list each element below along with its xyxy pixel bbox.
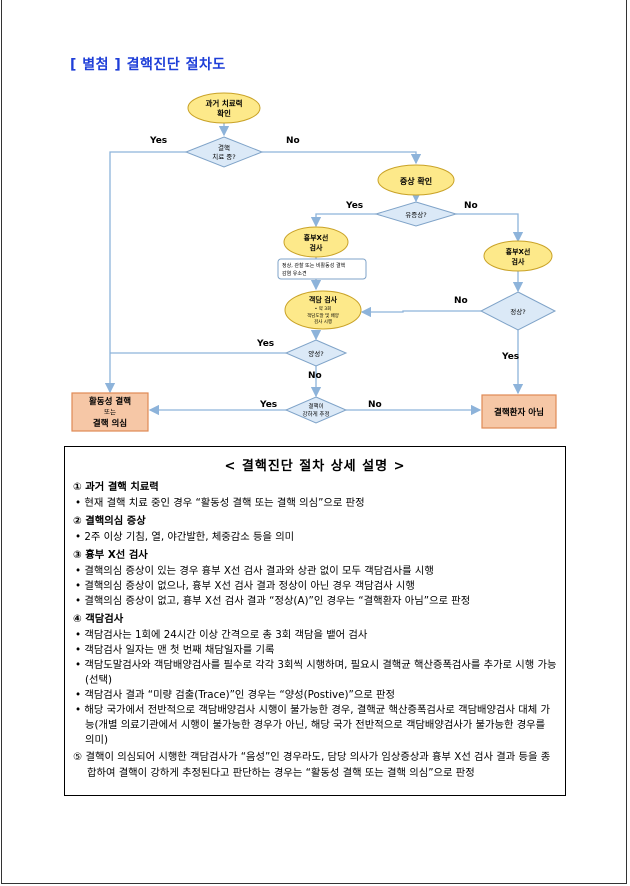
details-title: < 결핵진단 절차 상세 설명 > <box>224 459 406 474</box>
section-heading-3: ③ 흉부 X선 검사 <box>73 549 148 561</box>
active-tb-box: 활동성 결핵 또는 결핵 의심 <box>71 392 149 432</box>
section-3-item-3: • 결핵의심 증상이 없고, 흉부 X선 검사 결과 “정상(A)”인 경우는 … <box>75 595 471 607</box>
xray-left-line1: 흉부X선 <box>304 233 329 242</box>
xray-right-line1: 흉부X선 <box>506 247 531 256</box>
symptomatic-text: 유증상? <box>405 210 426 219</box>
label-no-5: No <box>368 400 382 410</box>
strongly-suspected-line1: 결핵이 <box>308 402 323 410</box>
flow-connectors <box>104 123 524 416</box>
section-3-item-2: • 결핵의심 증상이 없으나, 흉부 X선 검사 결과 정상이 아닌 경우 객담… <box>75 580 415 592</box>
sputum-test-oval: 객담 검사 • 약 3회 객담도말 및 배양 검사 시행 <box>284 290 362 330</box>
sputum-line1: 객담 검사 <box>309 295 338 304</box>
active-tb-line1: 활동성 결핵 <box>89 396 131 407</box>
label-yes-4: Yes <box>256 339 274 349</box>
symptom-check-text: 증상 확인 <box>400 176 432 186</box>
strongly-suspected-line2: 강하게 추정 <box>302 410 329 418</box>
sputum-line2: • 약 3회 <box>315 305 332 312</box>
label-yes-2: Yes <box>345 201 363 211</box>
normal-diamond: 정상? <box>479 291 557 331</box>
strongly-suspected-diamond: 결핵이 강하게 추정 <box>284 396 348 424</box>
normal-text: 정상? <box>510 307 525 316</box>
positive-text: 양성? <box>308 349 323 358</box>
xray-left-line2: 검사 <box>310 243 323 252</box>
symptomatic-diamond: 유증상? <box>374 201 458 227</box>
not-tb-box: 결핵환자 아님 <box>481 394 557 429</box>
section-4-item-5: • 해당 국가에서 전반적으로 객담배양검사 시행이 불가능한 경우, 결핵균 … <box>75 704 550 746</box>
section-heading-4: ④ 객담검사 <box>73 613 124 625</box>
section-4-item-4: • 객담검사 결과 “미량 검출(Trace)”인 경우는 “양성(Postiv… <box>75 689 396 701</box>
xray-note-box: 정상, 관찰 또는 비활동성 결핵 감염 유소견 <box>277 258 367 280</box>
label-no-4: No <box>308 371 322 381</box>
xray-right-oval: 흉부X선 검사 <box>483 240 553 272</box>
label-no-2: No <box>464 201 478 211</box>
section-4-item-2: • 객담검사 일자는 맨 첫 번째 채담일자를 기록 <box>75 644 275 656</box>
section-heading-2: ② 결핵의심 증상 <box>73 515 146 527</box>
positive-diamond: 양성? <box>284 339 348 367</box>
active-tb-line3: 결핵 의심 <box>93 418 127 429</box>
section-3-item-1: • 결핵의심 증상이 있는 경우 흉부 X선 검사 결과와 상관 없이 모두 객… <box>75 565 434 577</box>
xray-right-line2: 검사 <box>512 257 525 266</box>
past-treatment-oval: 과거 치료력 확인 <box>187 92 261 124</box>
section-4-item-1: • 객담검사는 1회에 24시간 이상 간격으로 총 3회 객담을 뱉어 검사 <box>75 629 368 641</box>
note-5: ⑤ 결핵이 의심되어 시행한 객담검사가 “음성”인 경우라도, 담당 의사가 … <box>73 751 551 779</box>
under-treatment-line2: 치료 중? <box>212 152 235 161</box>
xray-left-oval: 흉부X선 검사 <box>283 226 349 258</box>
flowchart: 과거 치료력 확인 결핵 치료 중? 증상 확인 유증상? 흉부X선 검사 정상… <box>71 92 557 432</box>
xray-note-line1: 정상, 관찰 또는 비활동성 결핵 <box>282 262 346 269</box>
label-yes-1: Yes <box>149 136 167 146</box>
section-1-item-1: • 현재 결핵 치료 중인 경우 “활동성 결핵 또는 결핵 의심”으로 판정 <box>75 497 365 509</box>
label-no-1: No <box>286 136 300 146</box>
past-treatment-line1: 과거 치료력 <box>205 98 242 108</box>
sputum-line3: 객담도말 및 배양 <box>307 312 339 319</box>
section-4-item-3: • 객담도말검사와 객담배양검사를 필수로 각각 3회씩 시행하며, 필요시 결… <box>75 659 557 686</box>
page-title: [ 별첨 ] 결핵진단 절차도 <box>70 57 226 73</box>
xray-note-line2: 감염 유소견 <box>282 270 307 277</box>
active-tb-line2: 또는 <box>104 408 116 416</box>
section-heading-1: ① 과거 결핵 치료력 <box>73 481 159 493</box>
sputum-line4: 검사 시행 <box>314 318 332 325</box>
details-box: < 결핵진단 절차 상세 설명 > ① 과거 결핵 치료력 • 현재 결핵 치료… <box>64 446 566 796</box>
branch-labels: Yes No Yes No No Yes Yes No Yes No <box>149 136 519 410</box>
under-treatment-diamond: 결핵 치료 중? <box>184 136 264 168</box>
under-treatment-line1: 결핵 <box>218 143 230 152</box>
label-yes-3: Yes <box>501 352 519 362</box>
label-no-3: No <box>454 296 468 306</box>
section-2-item-1: • 2주 이상 기침, 열, 야간발한, 체중감소 등을 의미 <box>75 531 295 543</box>
symptom-check-oval: 증상 확인 <box>377 164 455 196</box>
past-treatment-line2: 확인 <box>217 108 231 118</box>
not-tb-text: 결핵환자 아님 <box>494 407 544 418</box>
label-yes-5: Yes <box>259 400 277 410</box>
